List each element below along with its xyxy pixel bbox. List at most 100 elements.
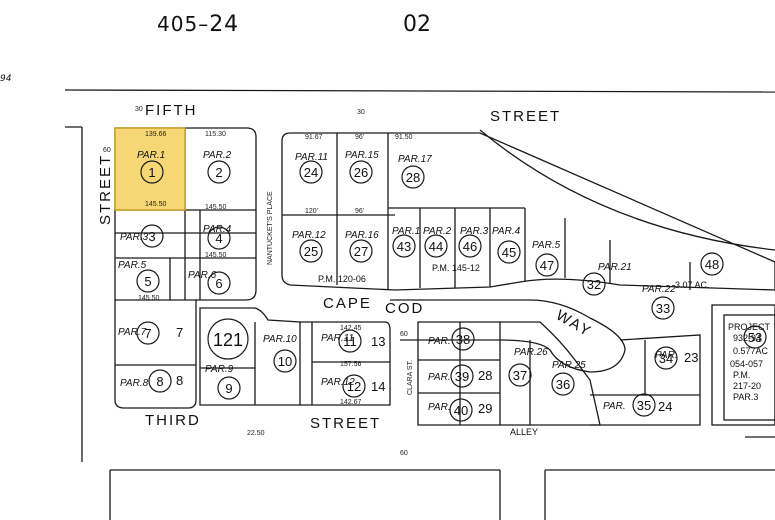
parcel-number: 40 [454, 403, 468, 418]
street-label-way: WAY [553, 307, 595, 341]
parcel-number-circle[interactable] [349, 160, 373, 184]
parcel-number-circle[interactable] [217, 376, 241, 400]
parcel-number: 2 [215, 165, 222, 180]
parcel-number: 27 [354, 244, 368, 259]
parcel-number-circle[interactable] [582, 272, 606, 296]
parcel-label: PAR.12 [292, 230, 326, 241]
dim-label: 30 [357, 109, 365, 116]
parcel-number: 7 [144, 326, 151, 341]
block-number-circle[interactable] [207, 318, 249, 360]
parcel-number: 43 [397, 239, 411, 254]
parcel-number: 3 [148, 229, 155, 244]
side-number-23: 23 [684, 350, 698, 365]
parcel-number: 48 [705, 257, 719, 272]
dim-label: 60 [103, 147, 111, 154]
parcel-number-circle[interactable] [392, 234, 416, 258]
parcel-number-circle[interactable] [342, 374, 366, 398]
block-bottom-right [417, 304, 775, 426]
block-number: 121 [213, 330, 243, 350]
parcel-number-circle[interactable] [458, 234, 482, 258]
parcel-label: PAR.16 [345, 230, 379, 241]
parcel-label: PAR. [428, 372, 451, 383]
dim-label: 145.50 [138, 295, 160, 302]
parcel-label: PAR.21 [598, 262, 632, 273]
side-number-7: 7 [176, 325, 183, 340]
parcel-number: 34 [659, 351, 673, 366]
parcel-number-circle[interactable] [299, 239, 323, 263]
parcel-number: 4 [215, 231, 222, 246]
parcel-number: 38 [456, 332, 470, 347]
side-number-14: 14 [371, 379, 385, 394]
parcel-number: 10 [278, 354, 292, 369]
dim-label: 120' [305, 208, 318, 215]
side-number-28: 28 [478, 368, 492, 383]
header-book: 405 [157, 12, 199, 36]
acreage-label-48: 3.07 AC. [675, 280, 710, 290]
curve-street [479, 129, 775, 251]
parcel-number-circle[interactable] [136, 321, 160, 345]
street-label-cape: CAPE [323, 295, 372, 312]
header-book-page: 405–24 [157, 12, 240, 37]
parcel-number-circle[interactable] [551, 372, 575, 396]
parcel-number-circle[interactable] [508, 363, 532, 387]
parcel-number-circle[interactable] [338, 329, 362, 353]
block-top-middle [281, 132, 775, 291]
parcel-number-circle[interactable] [450, 364, 474, 388]
parcel-label: PAR. [655, 350, 678, 361]
parcel-number-circle[interactable] [207, 271, 231, 295]
dim-label: 145.50 [205, 252, 227, 259]
parcel-number-circle[interactable] [449, 398, 473, 422]
street-label-nantucket: NANTUCKET'S PLACE [267, 191, 274, 265]
parcel-number-circle[interactable] [136, 269, 160, 293]
parcel-label: PAR.7 [118, 327, 147, 338]
parcel-number: 37 [513, 368, 527, 383]
parcel-number-circle[interactable] [424, 234, 448, 258]
parcel-number-circle[interactable] [743, 325, 767, 349]
parcel-number-circle[interactable] [273, 349, 297, 373]
street-lines [64, 89, 775, 520]
parcel-number-circle[interactable] [401, 165, 425, 189]
parcel-number-circle[interactable] [140, 224, 164, 248]
dim-label: 157.56 [340, 361, 362, 368]
parcel-number-circle[interactable] [140, 160, 164, 184]
parcel-number-circle[interactable] [632, 393, 656, 417]
street-label-third-street: STREET [310, 415, 381, 432]
parcel-number: 46 [463, 239, 477, 254]
dim-label: 142.67 [340, 399, 362, 406]
parcel-number-circle[interactable] [451, 327, 475, 351]
dim-label: 91.50 [395, 134, 413, 141]
parcel-number: 36 [556, 377, 570, 392]
parcel-label: PAR.5 [118, 260, 147, 271]
parcel-number: 45 [502, 245, 516, 260]
parcel-number: 28 [406, 170, 420, 185]
parcel-label: PAR. [428, 402, 451, 413]
parcel-number: 35 [637, 398, 651, 413]
side-number-8: 8 [176, 373, 183, 388]
parcel-number-circle[interactable] [497, 240, 521, 264]
parcel-label: PAR.8 [120, 378, 149, 389]
street-label-fifth-street: STREET [490, 108, 561, 125]
dim-label: 96' [355, 208, 364, 215]
parcel-number-circle[interactable] [651, 296, 675, 320]
parcel-label: PAR.2 [203, 150, 232, 161]
parcel-number: 8 [156, 374, 163, 389]
parcel-label: PAR.3 [460, 226, 489, 237]
parcel-number-circle[interactable] [299, 160, 323, 184]
parcel-label: PAR.4 [492, 226, 521, 237]
parcel-number-circle[interactable] [207, 226, 231, 250]
parcel-number: 26 [354, 165, 368, 180]
parcel-number-circle[interactable] [349, 239, 373, 263]
parcel-number: 24 [304, 165, 318, 180]
parcel-number-circle[interactable] [535, 253, 559, 277]
parcel-number-circle[interactable] [207, 160, 231, 184]
dim-label: 145.50 [145, 201, 167, 208]
project-pm: P.M. [733, 370, 750, 380]
street-label-third: THIRD [145, 412, 201, 429]
dim-label: 96' [355, 134, 364, 141]
parcel-number-circle[interactable] [654, 346, 678, 370]
parcel-number-circle[interactable] [700, 252, 724, 276]
parcel-number-circle[interactable] [148, 369, 172, 393]
parcel-label: PAR.6 [188, 270, 217, 281]
parcel-1-highlight[interactable] [114, 127, 186, 211]
parcel-number: 9 [225, 381, 232, 396]
